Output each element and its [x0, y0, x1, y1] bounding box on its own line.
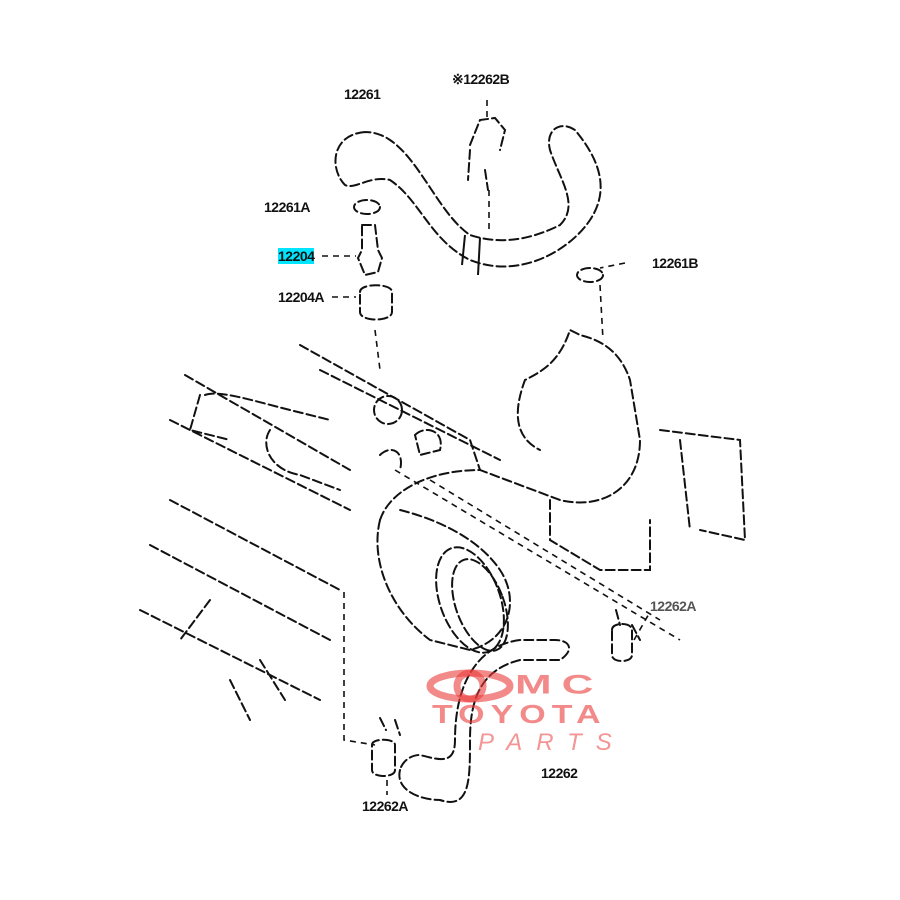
watermark-parts: PARTS — [478, 729, 626, 756]
clamp-12262a-left — [371, 717, 401, 777]
label-12262b[interactable]: ※12262B — [452, 71, 510, 87]
clamp-12262b — [467, 116, 507, 191]
label-12261b[interactable]: 12261B — [652, 255, 699, 271]
clamp-12261a — [353, 199, 381, 215]
lower-hose — [398, 639, 570, 803]
label-12262a-right[interactable]: 12262A — [650, 598, 697, 614]
pcv-valve — [356, 224, 384, 277]
watermark-mc: MC — [515, 670, 604, 700]
label-12262a-left[interactable]: 12262A — [362, 798, 409, 814]
label-12262[interactable]: 12262 — [541, 765, 578, 781]
label-12204a[interactable]: 12204A — [278, 289, 325, 305]
engine-block — [139, 344, 501, 721]
label-12261[interactable]: 12261 — [344, 86, 381, 102]
label-12261a[interactable]: 12261A — [264, 199, 311, 215]
grommet — [359, 284, 393, 321]
watermark-toyota: TOYOTA — [432, 700, 607, 729]
label-12204-highlighted[interactable]: 12204 — [278, 248, 315, 264]
throttle-body — [379, 328, 642, 521]
upper-hose — [334, 125, 602, 268]
clamp-12262a-right — [611, 609, 641, 662]
clamp-12261b — [576, 267, 604, 283]
